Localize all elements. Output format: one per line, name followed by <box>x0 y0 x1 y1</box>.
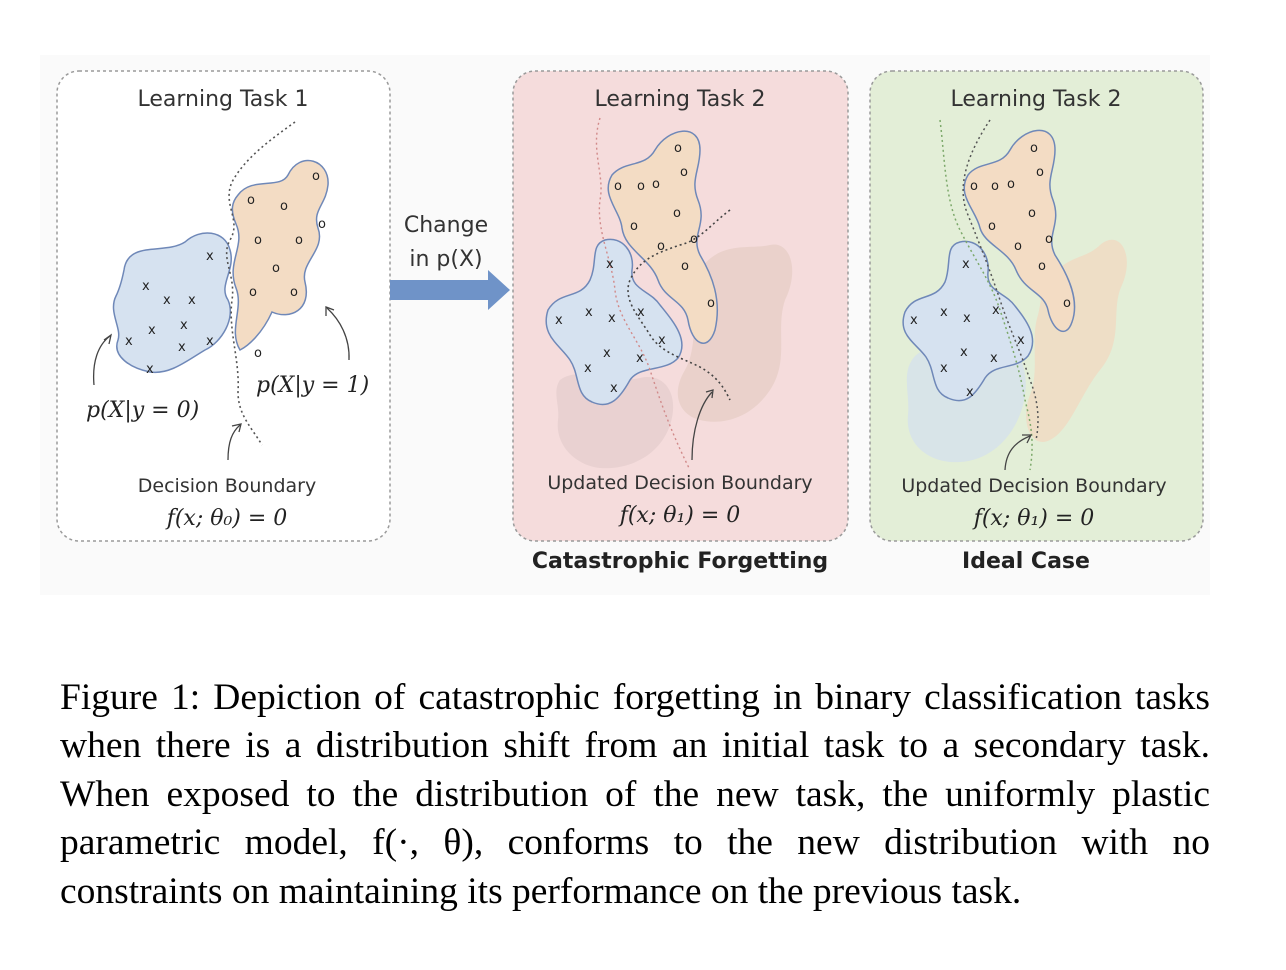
svg-text:o: o <box>673 206 681 221</box>
svg-text:x: x <box>603 346 611 361</box>
svg-text:o: o <box>657 239 665 254</box>
svg-text:x: x <box>585 305 593 320</box>
svg-text:x: x <box>1017 333 1025 348</box>
panel-learning-task-1: Learning Task 1 x x x x x x x x x x o o … <box>56 70 391 542</box>
svg-text:o: o <box>318 217 326 232</box>
svg-text:o: o <box>630 219 638 234</box>
svg-text:x: x <box>148 323 156 338</box>
svg-text:x: x <box>960 345 968 360</box>
svg-text:o: o <box>1036 165 1044 180</box>
svg-text:x: x <box>206 249 214 264</box>
svg-text:x: x <box>188 293 196 308</box>
svg-text:o: o <box>681 259 689 274</box>
panel1-title: Learning Task 1 <box>138 87 309 112</box>
panel2-boundary-label: Updated Decision Boundary <box>547 472 812 494</box>
svg-text:x: x <box>940 361 948 376</box>
svg-text:x: x <box>992 303 1000 318</box>
svg-text:o: o <box>970 179 978 194</box>
svg-text:x: x <box>163 293 171 308</box>
panel2-caption: Catastrophic Forgetting <box>532 549 828 574</box>
svg-text:x: x <box>636 351 644 366</box>
task3-class1-samples: o o o o o o o o o o o <box>970 141 1071 311</box>
right-arrow-icon <box>390 270 510 310</box>
svg-text:x: x <box>990 351 998 366</box>
class0-distribution-blob <box>112 232 232 374</box>
svg-text:o: o <box>290 285 298 300</box>
panel-ideal-case: Learning Task 2 x x x x x x x x x x o o … <box>869 70 1204 574</box>
svg-text:o: o <box>247 193 255 208</box>
panel3-caption: Ideal Case <box>962 549 1090 574</box>
task2-class1-samples: o o o o o o o o o o o <box>614 141 715 311</box>
arrow-label-line2: in p(X) <box>409 247 482 272</box>
svg-text:o: o <box>1038 259 1046 274</box>
svg-text:o: o <box>249 285 257 300</box>
svg-text:o: o <box>272 261 280 276</box>
svg-text:x: x <box>610 381 618 396</box>
svg-text:o: o <box>254 346 262 361</box>
svg-text:o: o <box>1063 296 1071 311</box>
svg-text:o: o <box>295 233 303 248</box>
svg-text:o: o <box>254 233 262 248</box>
svg-text:x: x <box>608 311 616 326</box>
panel3-boundary-label: Updated Decision Boundary <box>901 475 1166 497</box>
svg-text:o: o <box>988 219 996 234</box>
svg-text:o: o <box>680 165 688 180</box>
svg-text:x: x <box>142 279 150 294</box>
svg-text:x: x <box>584 361 592 376</box>
panel1-boundary-equation: f(x; θ₀) = 0 <box>165 506 288 531</box>
task2-class0-samples: x x x x x x x x x x <box>555 257 666 396</box>
svg-text:x: x <box>940 305 948 320</box>
svg-text:o: o <box>312 169 320 184</box>
svg-text:x: x <box>962 257 970 272</box>
svg-text:o: o <box>690 232 698 247</box>
panel-catastrophic-forgetting: Learning Task 2 x x x x x x x x x x o o … <box>512 70 849 574</box>
figure-diagram: Learning Task 1 x x x x x x x x x x o o … <box>56 70 1204 574</box>
distribution-change-arrow: Change in p(X) <box>390 213 510 310</box>
svg-text:x: x <box>125 334 133 349</box>
svg-text:o: o <box>1045 232 1053 247</box>
panel3-boundary-equation: f(x; θ₁) = 0 <box>972 506 1095 531</box>
svg-text:o: o <box>1030 141 1038 156</box>
panel2-boundary-equation: f(x; θ₁) = 0 <box>618 503 741 528</box>
class1-distribution-blob <box>231 159 329 351</box>
svg-text:x: x <box>658 333 666 348</box>
svg-text:x: x <box>637 305 645 320</box>
svg-text:o: o <box>614 179 622 194</box>
task3-class0-samples: x x x x x x x x x x <box>910 257 1025 400</box>
svg-text:x: x <box>910 313 918 328</box>
svg-text:o: o <box>707 296 715 311</box>
svg-text:x: x <box>178 340 186 355</box>
svg-text:x: x <box>963 311 971 326</box>
svg-text:o: o <box>674 141 682 156</box>
svg-text:o: o <box>280 199 288 214</box>
class0-distribution-label: p(X|y = 0) <box>86 398 199 423</box>
panel1-boundary-label: Decision Boundary <box>138 475 316 497</box>
svg-text:x: x <box>206 334 214 349</box>
svg-text:x: x <box>555 313 563 328</box>
svg-text:o: o <box>1007 177 1015 192</box>
class1-distribution-label: p(X|y = 1) <box>256 373 369 398</box>
decision-boundary-line <box>225 121 296 446</box>
svg-text:o: o <box>991 179 999 194</box>
figure-caption: Figure 1: Depiction of catastrophic forg… <box>60 674 1210 917</box>
panel2-title: Learning Task 2 <box>595 87 766 112</box>
svg-text:o: o <box>652 177 660 192</box>
class1-samples: o o o o o o o o o o <box>247 169 326 361</box>
arrow-label-line1: Change <box>404 213 488 238</box>
panel3-title: Learning Task 2 <box>951 87 1122 112</box>
class0-samples: x x x x x x x x x x <box>125 249 214 377</box>
caption-text: Depiction of catastrophic forgetting in … <box>60 676 1211 912</box>
svg-text:x: x <box>606 257 614 272</box>
caption-label: Figure 1: <box>60 676 201 718</box>
svg-text:x: x <box>146 362 154 377</box>
svg-text:x: x <box>180 318 188 333</box>
svg-text:x: x <box>966 385 974 400</box>
svg-text:o: o <box>1014 239 1022 254</box>
svg-text:o: o <box>1028 206 1036 221</box>
svg-text:o: o <box>637 179 645 194</box>
